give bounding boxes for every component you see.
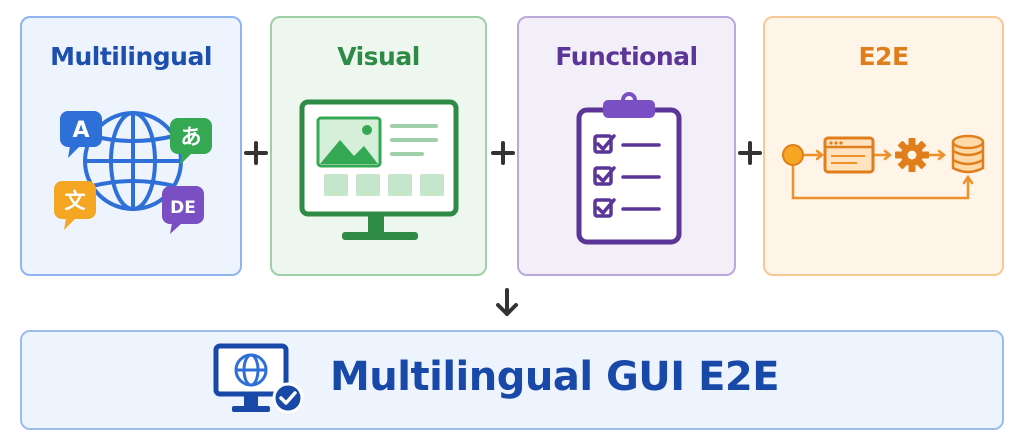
browser-window-icon (823, 136, 875, 174)
translate-bubble-icon: DE (162, 186, 204, 234)
card-title-functional: Functional (555, 42, 698, 71)
badge-latin: A (72, 118, 89, 143)
visual-card: Visual (270, 16, 487, 276)
gear-icon (895, 138, 929, 172)
image-placeholder-icon (316, 116, 382, 168)
globe-icon (83, 111, 183, 211)
result-title: Multilingual GUI E2E (330, 354, 780, 400)
flow-node-icon (782, 144, 804, 166)
result-box: Multilingual GUI E2E (20, 330, 1004, 430)
card-title-visual: Visual (337, 42, 420, 71)
multilingual-card: Multilingual A あ 文 DE (20, 16, 242, 276)
multilingual-illustration: A あ 文 DE (54, 111, 212, 234)
badge-chinese: 文 (65, 189, 87, 213)
translate-bubble-icon: A (60, 111, 102, 158)
card-title-e2e: E2E (858, 42, 909, 71)
monitor-image-icon (299, 99, 459, 240)
e2e-flow-illustration (782, 134, 985, 200)
card-title-multilingual: Multilingual (50, 42, 212, 71)
e2e-card: E2E (763, 16, 1004, 276)
functional-card: Functional (517, 16, 736, 276)
badge-german: DE (170, 198, 196, 218)
clipboard-checklist-icon (576, 92, 682, 245)
translate-bubble-icon: あ (170, 118, 212, 165)
plus-icon (244, 141, 268, 165)
badge-japanese: あ (181, 125, 202, 149)
monitor-globe-check-icon (213, 343, 304, 414)
arrow-down-icon (496, 288, 518, 316)
plus-icon (491, 141, 515, 165)
translate-bubble-icon: 文 (54, 181, 96, 230)
database-icon (951, 134, 985, 174)
plus-icon (738, 141, 762, 165)
